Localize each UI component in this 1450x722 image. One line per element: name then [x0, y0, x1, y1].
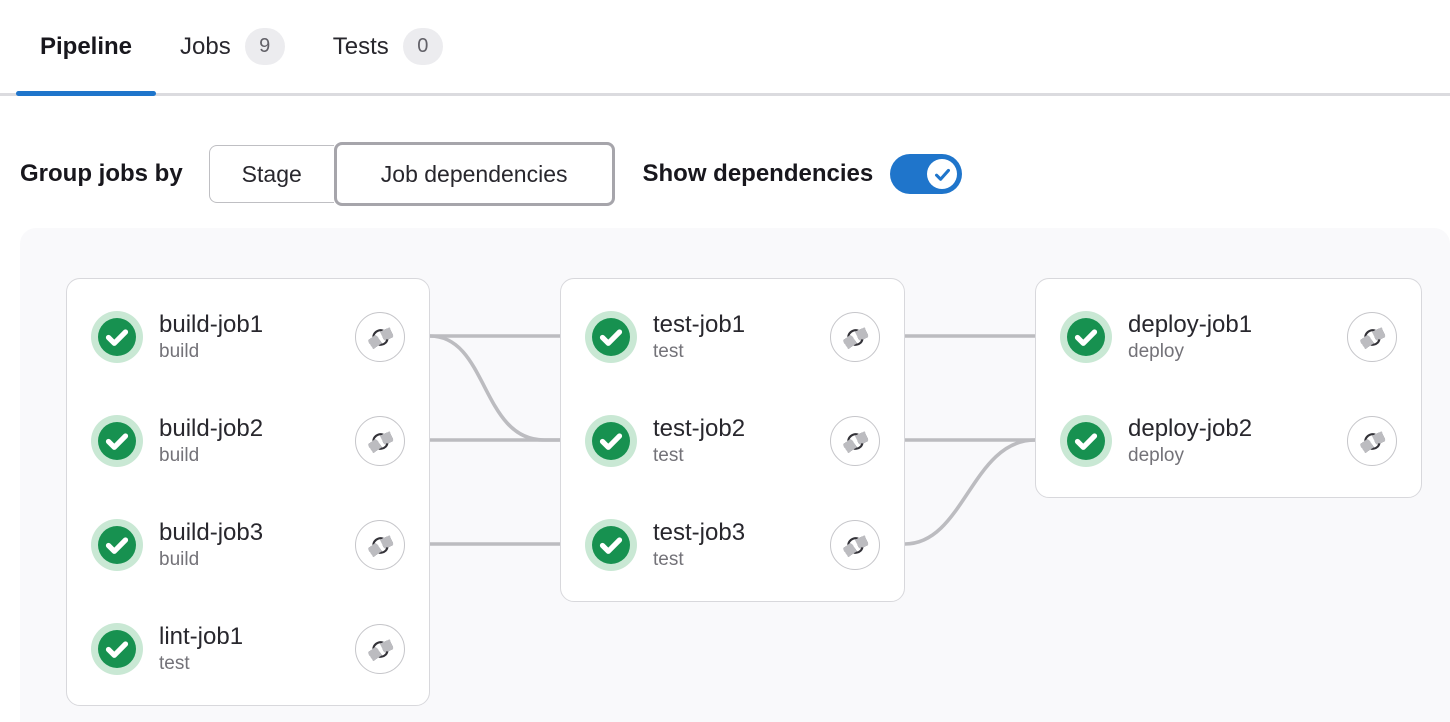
job-text: deploy-job2 deploy [1128, 415, 1347, 468]
retry-job-button[interactable] [355, 624, 405, 674]
link-test-job3-to-deploy-job2 [904, 438, 1036, 546]
job-text: test-job1 test [653, 311, 830, 364]
job-stage-label: build [159, 549, 200, 571]
retry-job-button[interactable] [1347, 312, 1397, 362]
tab-jobs[interactable]: Jobs 9 [156, 0, 309, 93]
tab-tests-label: Tests [332, 32, 389, 60]
job-text: test-job3 test [653, 519, 830, 572]
job-row[interactable]: deploy-job1 deploy [1060, 303, 1397, 371]
group-by-job-dependencies-button[interactable]: Job dependencies [333, 142, 615, 206]
status-success-icon [91, 519, 143, 571]
status-success-icon [1060, 311, 1112, 363]
link-build-job1-to-test-job2 [429, 334, 560, 442]
retry-job-button[interactable] [355, 416, 405, 466]
status-success-icon [91, 623, 143, 675]
job-row[interactable]: build-job3 build [91, 511, 405, 579]
job-name[interactable]: deploy-job2 [1128, 414, 1253, 442]
job-row[interactable]: build-job2 build [91, 407, 405, 475]
job-row[interactable]: test-job2 test [585, 407, 880, 475]
job-name[interactable]: deploy-job1 [1128, 310, 1253, 338]
toggle-thumb-check-icon [927, 159, 958, 189]
group-by-stage-button[interactable]: Stage [208, 145, 334, 203]
retry-job-button[interactable] [355, 312, 405, 362]
tests-count-badge: 0 [402, 28, 443, 65]
show-dependencies-label: Show dependencies [642, 160, 874, 187]
tab-pipeline[interactable]: Pipeline [16, 0, 157, 96]
job-stage-label: deploy [1128, 341, 1184, 363]
job-stage-label: build [159, 445, 200, 467]
job-row[interactable]: test-job1 test [585, 303, 880, 371]
retry-job-button[interactable] [1347, 416, 1397, 466]
job-row[interactable]: lint-job1 test [91, 615, 405, 683]
tab-jobs-label: Jobs [180, 32, 231, 60]
job-text: deploy-job1 deploy [1128, 311, 1347, 364]
tab-pipeline-label: Pipeline [40, 32, 133, 60]
graph-controls: Group jobs by Stage Job dependencies Sho… [20, 142, 1450, 206]
status-success-icon [585, 415, 637, 467]
job-group-card-test: test-job1 test test-job2 test test-job3 test [560, 278, 905, 602]
job-row[interactable]: deploy-job2 deploy [1060, 407, 1397, 475]
job-row[interactable]: build-job1 build [91, 303, 405, 371]
pipeline-tabbar: Pipeline Jobs 9 Tests 0 [0, 0, 1450, 96]
status-success-icon [91, 311, 143, 363]
retry-job-button[interactable] [830, 520, 880, 570]
job-name[interactable]: test-job2 [653, 414, 746, 442]
status-success-icon [91, 415, 143, 467]
job-text: test-job2 test [653, 415, 830, 468]
retry-job-button[interactable] [355, 520, 405, 570]
job-stage-label: test [653, 445, 684, 467]
job-name[interactable]: build-job3 [159, 518, 264, 546]
job-stage-label: test [159, 653, 190, 675]
job-name[interactable]: lint-job1 [159, 622, 244, 650]
job-name[interactable]: build-job1 [159, 310, 264, 338]
job-group-card-deploy: deploy-job1 deploy deploy-job2 deploy [1035, 278, 1422, 498]
group-jobs-by-segmented-control: Stage Job dependencies [208, 142, 615, 206]
job-text: build-job1 build [159, 311, 355, 364]
job-stage-label: test [653, 549, 684, 571]
status-success-icon [585, 311, 637, 363]
job-stage-label: deploy [1128, 445, 1184, 467]
status-success-icon [585, 519, 637, 571]
job-stage-label: build [159, 341, 200, 363]
job-text: build-job2 build [159, 415, 355, 468]
job-name[interactable]: test-job3 [653, 518, 746, 546]
job-stage-label: test [653, 341, 684, 363]
job-text: build-job3 build [159, 519, 355, 572]
jobs-count-badge: 9 [244, 28, 285, 65]
group-jobs-by-label: Group jobs by [20, 160, 183, 187]
job-name[interactable]: test-job1 [653, 310, 746, 338]
job-name[interactable]: build-job2 [159, 414, 264, 442]
job-row[interactable]: test-job3 test [585, 511, 880, 579]
retry-job-button[interactable] [830, 312, 880, 362]
show-dependencies-toggle[interactable] [890, 154, 963, 194]
dependency-links-layer [429, 334, 1036, 546]
tab-tests[interactable]: Tests 0 [309, 0, 467, 93]
retry-job-button[interactable] [830, 416, 880, 466]
job-text: lint-job1 test [159, 623, 355, 676]
status-success-icon [1060, 415, 1112, 467]
